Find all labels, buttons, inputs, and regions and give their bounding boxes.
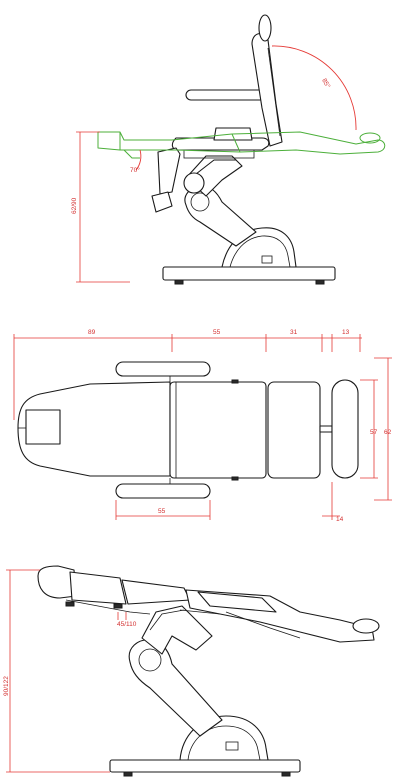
foot-rest (151, 191, 173, 213)
foot-connector (319, 425, 333, 433)
seat-frame (183, 149, 255, 159)
flat-small-dim-label: 45/110 (117, 621, 137, 628)
dim-armrest-label: 55 (158, 508, 166, 515)
dim-foot-label: 13 (342, 329, 350, 336)
flat-base-plate (109, 759, 301, 773)
leg-angle-label: 70° (130, 166, 140, 174)
flat-upper-column (141, 605, 213, 655)
headrest (258, 14, 272, 42)
flat-back-cushion (69, 571, 127, 605)
dim-width-outer-label: 62 (384, 429, 392, 436)
armrest-bottom (115, 483, 211, 499)
leg-angle-arc (135, 149, 142, 171)
dim-head-label: 89 (88, 329, 96, 336)
flat-lower-column (128, 639, 223, 737)
flat-seat-cushion (121, 579, 191, 605)
seat-cushion (171, 137, 270, 151)
dim-leg-label: 31 (290, 329, 298, 336)
flat-armrest (197, 591, 277, 613)
dim-width-inner-label: 57 (370, 429, 378, 436)
foot-section (331, 379, 359, 479)
base-plate (162, 266, 336, 281)
face-hole (25, 409, 61, 445)
back-angle-label: 85° (320, 77, 332, 90)
armrest-top (115, 361, 211, 377)
dim-seat-label: 55 (213, 329, 221, 336)
top-view: 89 55 31 13 55 57 62 14 (13, 329, 392, 523)
side-view-flat: 45/110 90/122 (3, 565, 380, 777)
side-view-upright: 85° 70° 62/90 (71, 14, 386, 285)
side-height-label: 62/90 (71, 197, 78, 214)
flat-foot-cushion (352, 618, 380, 634)
lower-column (184, 185, 257, 247)
flat-height-label: 90/122 (3, 676, 10, 696)
power-switch (261, 255, 273, 264)
base-foot-right (315, 279, 325, 285)
column-joint (183, 172, 205, 194)
leg-rest (157, 147, 181, 195)
back-angle-arc (271, 45, 357, 131)
leg-section (267, 381, 321, 479)
dim-gap-label: 14 (336, 516, 344, 523)
base-foot-left (174, 279, 184, 285)
seat-section (169, 381, 267, 479)
